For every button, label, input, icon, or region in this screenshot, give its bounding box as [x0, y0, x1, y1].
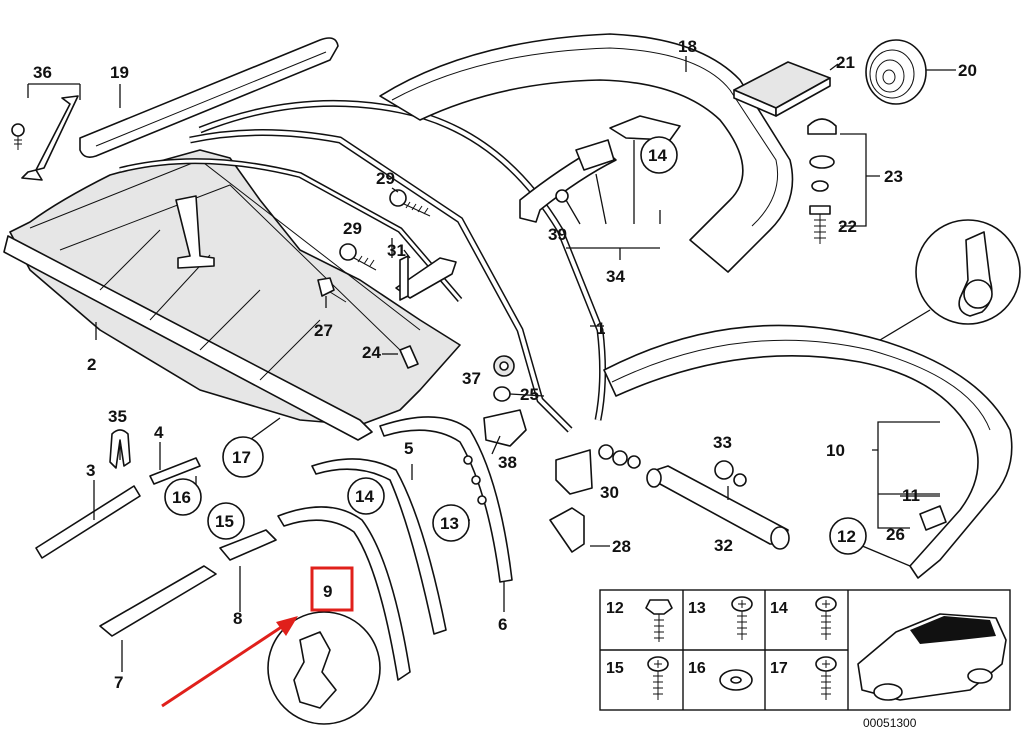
label-21: 21: [836, 53, 855, 72]
flange-screw-icon: [645, 599, 673, 642]
part-2-frame: [3, 149, 461, 441]
part-19-rail: [79, 37, 339, 158]
part-29-screw-b: [339, 243, 377, 271]
label-11: 11: [902, 486, 920, 505]
legend-num-12: 12: [606, 600, 624, 617]
label-14a: 14: [648, 146, 667, 165]
part-20-roll: [865, 39, 927, 105]
part-1-bows: [119, 99, 607, 433]
part-18-bow: [379, 33, 794, 273]
label-26: 26: [886, 525, 905, 544]
label-13: 13: [440, 514, 459, 533]
detail-circle-seal: [879, 219, 1021, 341]
part-31-bracket: [395, 255, 457, 301]
label-34: 34: [606, 267, 625, 286]
part-8-strip: [219, 529, 277, 561]
label-15: 15: [215, 512, 234, 531]
label-22: 22: [838, 217, 857, 236]
label-19: 19: [110, 63, 129, 82]
part-10-rail: [603, 324, 1013, 579]
label-25: 25: [520, 385, 539, 404]
label-5: 5: [404, 439, 413, 458]
label-35: 35: [108, 407, 127, 426]
label-23: 23: [884, 167, 903, 186]
part-34-straps: [519, 115, 681, 223]
diagram-code: 00051300: [863, 716, 917, 730]
label-29b: 29: [343, 219, 362, 238]
label-30: 30: [600, 483, 619, 502]
part-26-clip: [919, 505, 947, 531]
part-3-strip: [35, 485, 141, 559]
label-7: 7: [114, 673, 123, 692]
legend-num-17: 17: [770, 660, 788, 677]
part-36-bracket: [11, 95, 79, 181]
label-14b: 14: [355, 487, 374, 506]
part-29-screw-a: [389, 189, 431, 217]
washer-icon: [719, 669, 753, 691]
part-9-strip: [277, 506, 411, 681]
part-32-rod: [646, 465, 790, 550]
label-12: 12: [837, 527, 856, 546]
part-24-clip: [399, 345, 419, 369]
part-21-pad: [733, 61, 831, 117]
part-37-gear: [493, 355, 515, 377]
label-28: 28: [612, 537, 631, 556]
hinge-bracket: [555, 449, 593, 495]
label-27: 27: [314, 321, 333, 340]
legend-num-15: 15: [606, 660, 624, 677]
label-18: 18: [678, 37, 697, 56]
label-17: 17: [232, 448, 251, 467]
label-10: 10: [826, 441, 845, 460]
highlight-box-9: [310, 566, 354, 612]
label-8: 8: [233, 609, 242, 628]
label-37: 37: [462, 369, 481, 388]
label-29a: 29: [376, 169, 395, 188]
part-25-cap: [493, 386, 511, 402]
part-23-fastener: [807, 118, 837, 244]
detail-circle-profile: [267, 611, 381, 725]
part-number-labels: 1 2 3 4 5 6 7 8 9 10 11 12 13 14 14 15 1…: [33, 37, 977, 730]
pan-screw-icon: [815, 656, 837, 700]
part-38-bracket: [483, 409, 527, 447]
legend-num-13: 13: [688, 600, 706, 617]
label-4: 4: [154, 423, 164, 442]
pan-screw-icon: [731, 596, 753, 640]
part-5-rail: [311, 458, 447, 635]
label-33: 33: [713, 433, 732, 452]
part-7-strip: [99, 565, 217, 637]
legend-num-14: 14: [770, 600, 788, 617]
legend-num-16: 16: [688, 660, 706, 677]
pan-screw-icon: [647, 656, 669, 700]
part-27-pin: [317, 277, 347, 303]
label-36: 36: [33, 63, 52, 82]
part-4-clip: [149, 457, 201, 485]
part-33-nut: [714, 460, 747, 487]
part-35-clip: [109, 429, 131, 469]
label-1: 1: [596, 319, 605, 338]
part-30-bolts: [598, 444, 641, 469]
car-thumbnail-icon: [857, 613, 1007, 701]
label-6: 6: [498, 615, 507, 634]
pan-screw-icon: [815, 596, 837, 640]
label-2: 2: [87, 355, 96, 374]
highlight-arrow: [161, 616, 298, 708]
label-20: 20: [958, 61, 977, 80]
label-16: 16: [172, 488, 191, 507]
label-circles: [164, 136, 867, 555]
label-32: 32: [714, 536, 733, 555]
label-31: 31: [387, 241, 406, 260]
part-28-bracket: [549, 507, 585, 553]
label-39: 39: [548, 225, 567, 244]
legend-table: [599, 589, 1011, 711]
label-38: 38: [498, 453, 517, 472]
label-24: 24: [362, 343, 381, 362]
label-9: 9: [323, 582, 332, 601]
part-6-rail: [379, 416, 513, 583]
label-3: 3: [86, 461, 95, 480]
